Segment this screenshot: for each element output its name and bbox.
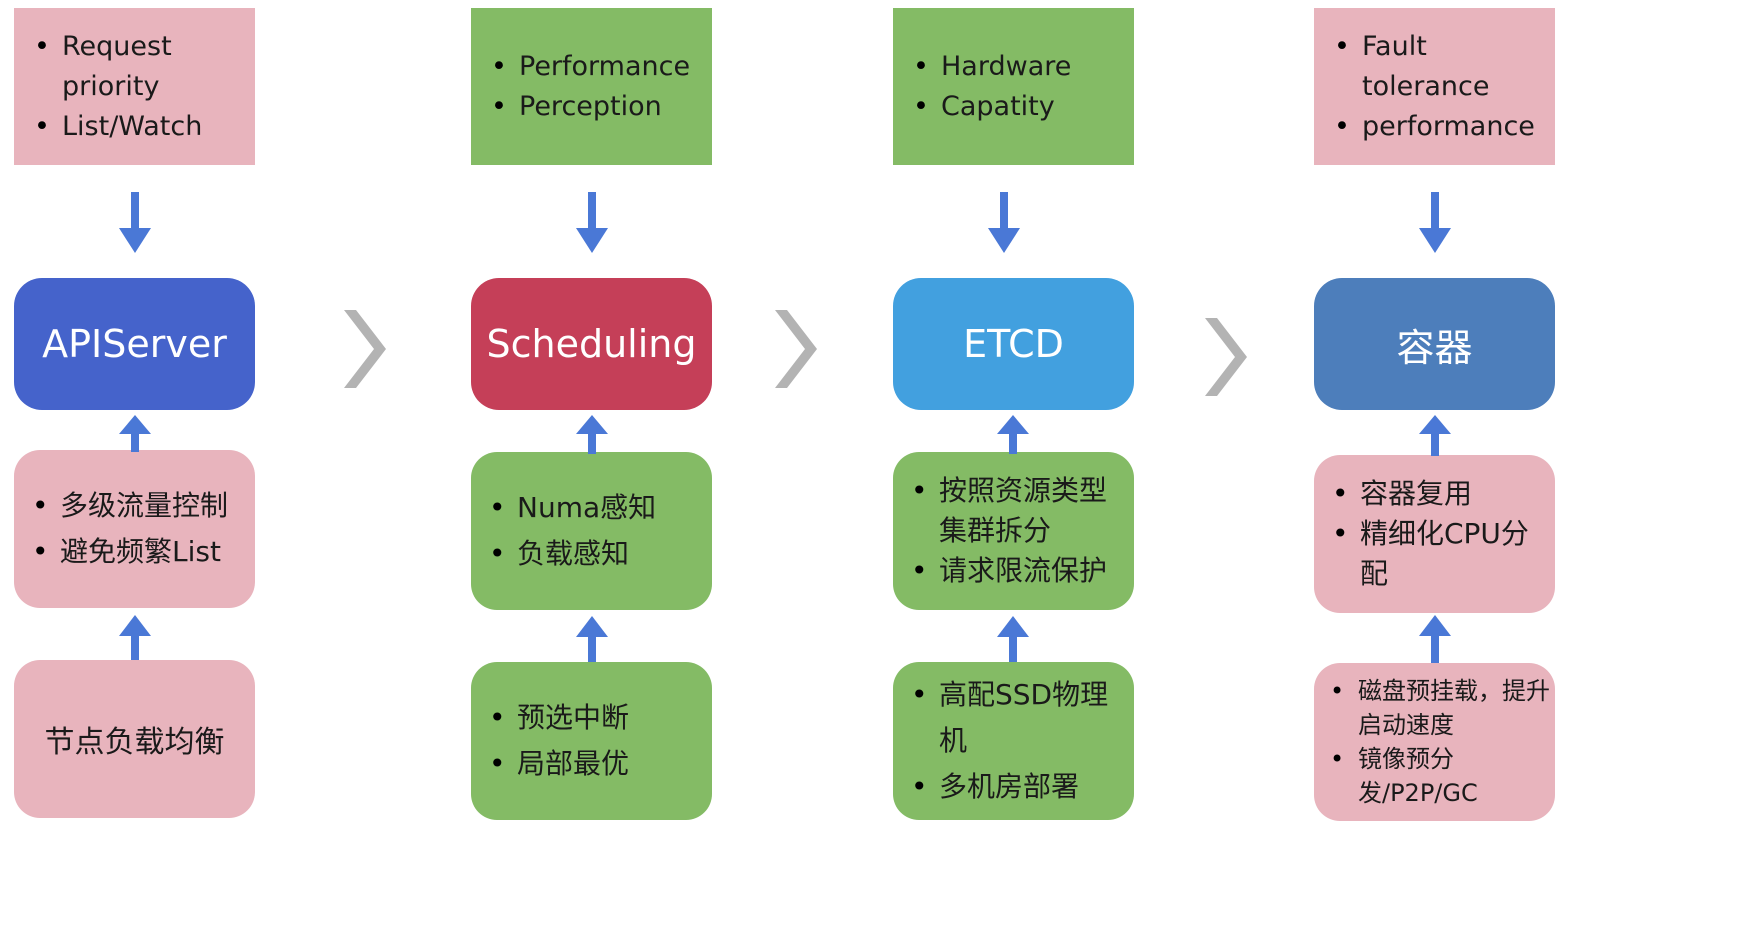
list-item: 按照资源类型集群拆分 bbox=[903, 471, 1128, 551]
container-base-list: 磁盘预挂载，提升启动速度 镜像预分发/P2P/GC bbox=[1322, 674, 1550, 810]
list-item: 镜像预分发/P2P/GC bbox=[1322, 742, 1550, 810]
up-arrow-icon bbox=[997, 415, 1029, 454]
up-arrow-icon bbox=[119, 415, 151, 452]
list-item: Performance bbox=[483, 47, 690, 87]
container-measures-list: 容器复用 精细化CPU分配 bbox=[1324, 474, 1555, 594]
down-arrow-icon bbox=[119, 192, 151, 253]
etcd-node: ETCD bbox=[893, 278, 1134, 410]
list-item: 高配SSD物理机 bbox=[903, 672, 1134, 764]
up-arrow-icon bbox=[997, 616, 1029, 662]
apiserver-base-box: 节点负载均衡 bbox=[14, 660, 255, 818]
list-item: Request priority bbox=[26, 27, 255, 107]
list-item: Fault tolerance bbox=[1326, 27, 1555, 107]
list-item: 请求限流保护 bbox=[903, 551, 1128, 591]
list-item: performance bbox=[1326, 107, 1555, 147]
etcd-title: ETCD bbox=[963, 322, 1064, 366]
up-arrow-icon bbox=[1419, 415, 1451, 456]
list-item: 多机房部署 bbox=[903, 764, 1134, 810]
up-arrow-icon bbox=[119, 615, 151, 660]
down-arrow-icon bbox=[988, 192, 1020, 253]
apiserver-concerns-box: Request priority List/Watch bbox=[14, 8, 255, 165]
etcd-concerns-list: Hardware Capatity bbox=[903, 47, 1071, 127]
list-item: 局部最优 bbox=[481, 741, 629, 787]
list-item: List/Watch bbox=[26, 107, 255, 147]
apiserver-title: APIServer bbox=[42, 322, 227, 366]
scheduling-title: Scheduling bbox=[486, 322, 697, 366]
etcd-concerns-box: Hardware Capatity bbox=[893, 8, 1134, 165]
container-base-box: 磁盘预挂载，提升启动速度 镜像预分发/P2P/GC bbox=[1314, 663, 1555, 821]
container-concerns-box: Fault tolerance performance bbox=[1314, 8, 1555, 165]
container-concerns-list: Fault tolerance performance bbox=[1324, 27, 1555, 147]
apiserver-measures-box: 多级流量控制 避免频繁List bbox=[14, 450, 255, 608]
container-measures-box: 容器复用 精细化CPU分配 bbox=[1314, 455, 1555, 613]
scheduling-concerns-box: Performance Perception bbox=[471, 8, 712, 165]
up-arrow-icon bbox=[576, 616, 608, 662]
list-item: 容器复用 bbox=[1324, 474, 1555, 514]
down-arrow-icon bbox=[1419, 192, 1451, 253]
list-item: Numa感知 bbox=[481, 485, 656, 531]
list-item: 多级流量控制 bbox=[24, 483, 228, 529]
list-item: 预选中断 bbox=[481, 695, 629, 741]
etcd-base-box: 高配SSD物理机 多机房部署 bbox=[893, 662, 1134, 820]
apiserver-node: APIServer bbox=[14, 278, 255, 410]
container-node: 容器 bbox=[1314, 278, 1555, 410]
chevron-right-icon bbox=[344, 310, 386, 388]
chevron-right-icon bbox=[775, 310, 817, 388]
list-item: Capatity bbox=[905, 87, 1071, 127]
apiserver-measures-list: 多级流量控制 避免频繁List bbox=[24, 483, 228, 575]
up-arrow-icon bbox=[1419, 615, 1451, 663]
scheduling-base-list: 预选中断 局部最优 bbox=[481, 695, 629, 787]
scheduling-measures-list: Numa感知 负载感知 bbox=[481, 485, 656, 577]
up-arrow-icon bbox=[576, 415, 608, 454]
scheduling-measures-box: Numa感知 负载感知 bbox=[471, 452, 712, 610]
apiserver-base-text: 节点负载均衡 bbox=[44, 725, 225, 760]
container-title: 容器 bbox=[1396, 325, 1473, 370]
etcd-measures-list: 按照资源类型集群拆分 请求限流保护 bbox=[903, 471, 1128, 591]
list-item: Hardware bbox=[905, 47, 1071, 87]
down-arrow-icon bbox=[576, 192, 608, 253]
chevron-right-icon bbox=[1205, 318, 1247, 396]
list-item: 负载感知 bbox=[481, 531, 656, 577]
etcd-base-list: 高配SSD物理机 多机房部署 bbox=[903, 672, 1134, 810]
etcd-measures-box: 按照资源类型集群拆分 请求限流保护 bbox=[893, 452, 1134, 610]
scheduling-concerns-list: Performance Perception bbox=[481, 47, 690, 127]
list-item: Perception bbox=[483, 87, 690, 127]
scheduling-base-box: 预选中断 局部最优 bbox=[471, 662, 712, 820]
list-item: 避免频繁List bbox=[24, 529, 228, 575]
list-item: 磁盘预挂载，提升启动速度 bbox=[1322, 674, 1550, 742]
apiserver-concerns-list: Request priority List/Watch bbox=[24, 27, 255, 147]
scheduling-node: Scheduling bbox=[471, 278, 712, 410]
list-item: 精细化CPU分配 bbox=[1324, 514, 1555, 594]
